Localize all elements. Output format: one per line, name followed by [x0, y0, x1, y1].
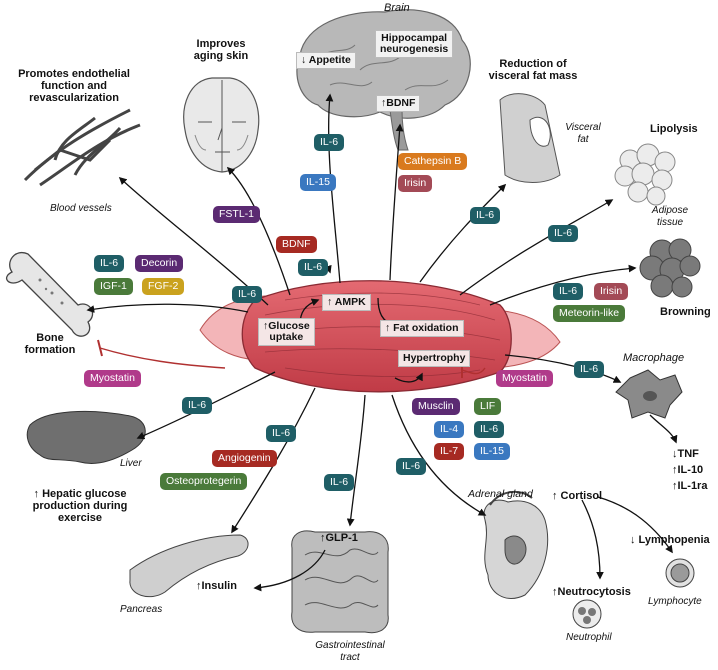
lymphocyte-illustration	[666, 559, 694, 587]
pill-il6-liver: IL-6	[182, 397, 212, 414]
pill-il6-macrophage: IL-6	[574, 361, 604, 378]
pill-il6-left: IL-6	[94, 255, 124, 272]
macrophage-illustration	[616, 370, 682, 418]
visceral-fat-line2: fat	[558, 134, 608, 146]
insulin-label: ↑Insulin	[196, 580, 237, 592]
pill-il6-hypertrophy: IL-6	[474, 421, 504, 438]
face-illustration	[184, 78, 259, 172]
tnf-label: ↓TNF	[672, 448, 699, 460]
pill-myostatin-left: Myostatin	[84, 370, 141, 387]
pill-musclin: Musclin	[412, 398, 460, 415]
il10-label: ↑IL-10	[672, 464, 703, 476]
pancreas-label: Pancreas	[120, 604, 162, 616]
liver-label: Liver	[120, 458, 142, 470]
hepatic-label: ↑ Hepatic glucose production during exer…	[10, 488, 150, 524]
pill-angiogenin: Angiogenin	[212, 450, 277, 467]
browning-adipose-illustration	[640, 239, 700, 297]
pill-cathepsin-b: Cathepsin B	[398, 153, 467, 170]
pill-il6-visceral: IL-6	[470, 207, 500, 224]
skin-line2: aging skin	[188, 50, 254, 62]
pill-meteorin-like: Meteorin-like	[553, 305, 625, 322]
hepatic-line3: exercise	[10, 512, 150, 524]
glucose-line2: uptake	[263, 332, 310, 343]
pill-bdnf-muscle: BDNF	[276, 236, 317, 253]
bdnf-brain-label: ↑BDNF	[376, 95, 420, 112]
bone-line2: formation	[20, 344, 80, 356]
pill-il6-gi: IL-6	[324, 474, 354, 491]
endo-line3: revascularization	[4, 92, 144, 104]
ampk-label: ↑ AMPK	[322, 294, 371, 311]
brain-label: Brain	[384, 2, 410, 14]
pill-irisin-browning: Irisin	[594, 283, 628, 300]
gi-tract-illustration	[292, 531, 389, 633]
hepatic-line1: ↑ Hepatic glucose	[10, 488, 150, 500]
pill-il4: IL-4	[434, 421, 464, 438]
fat-oxidation-label: ↑ Fat oxidation	[380, 320, 464, 337]
neutrocytosis-label: ↑Neutrocytosis	[552, 586, 631, 598]
pill-myostatin-right: Myostatin	[496, 370, 553, 387]
glucose-uptake-label: ↑Glucose uptake	[258, 318, 315, 346]
pill-il6-adrenal: IL-6	[396, 458, 426, 475]
appetite-label: ↓ Appetite	[296, 52, 356, 69]
pill-fgf2: FGF-2	[142, 278, 184, 295]
pill-il6-glucose: IL-6	[232, 286, 262, 303]
endo-line2: function and	[4, 80, 144, 92]
browning-label: Browning	[660, 306, 711, 318]
blood-vessels-label: Blood vessels	[50, 203, 112, 215]
adrenal-label: Adrenal gland	[468, 488, 533, 500]
pill-il6-lipolysis: IL-6	[548, 225, 578, 242]
myostatin-inhibition-bone	[100, 348, 225, 368]
cortisol-label: ↑ Cortisol	[552, 490, 602, 502]
visceral-fat-line1: Visceral	[558, 122, 608, 134]
gi-line2: tract	[300, 652, 400, 664]
pill-fstl1: FSTL-1	[213, 206, 260, 223]
macrophage-label: Macrophage	[623, 352, 684, 364]
neutrophil-label: Neutrophil	[566, 632, 612, 644]
adipose-line2: tissue	[640, 217, 700, 229]
hippo-line2: neurogenesis	[380, 44, 448, 55]
gi-tract-label: Gastrointestinal tract	[300, 640, 400, 664]
il1ra-label: ↑IL-1ra	[672, 480, 707, 492]
visceral-line2: visceral fat mass	[478, 70, 588, 82]
pill-irisin-brain: Irisin	[398, 175, 432, 192]
lipolysis-label: Lipolysis	[650, 123, 698, 135]
skin-line1: Improves	[188, 38, 254, 50]
adipose-line1: Adipose	[640, 205, 700, 217]
pill-il6-brain: IL-6	[314, 134, 344, 151]
pill-il15-hypertrophy: IL-15	[474, 443, 510, 460]
adrenal-kidney-illustration	[484, 492, 548, 599]
bone-illustration	[7, 253, 93, 337]
hippocampal-neurogenesis-label: Hippocampal neurogenesis	[375, 30, 453, 58]
blood-vessels-illustration	[25, 110, 140, 185]
adipose-lipolysis-illustration	[615, 144, 675, 205]
endothelial-label: Promotes endothelial function and revasc…	[4, 68, 144, 104]
pill-osteoprotegerin: Osteoprotegerin	[160, 473, 247, 490]
endo-line1: Promotes endothelial	[4, 68, 144, 80]
liver-illustration	[27, 411, 145, 463]
pill-il6-browning: IL-6	[553, 283, 583, 300]
pill-il6-pancreas: IL-6	[266, 425, 296, 442]
pill-lif: LIF	[474, 398, 501, 415]
skin-label: Improves aging skin	[188, 38, 254, 62]
pill-il7: IL-7	[434, 443, 464, 460]
bone-line1: Bone	[20, 332, 80, 344]
bone-formation-label: Bone formation	[20, 332, 80, 356]
gi-line1: Gastrointestinal	[300, 640, 400, 652]
lymphopenia-label: ↓ Lymphopenia	[630, 534, 710, 546]
visceral-line1: Reduction of	[478, 58, 588, 70]
visceral-fat-illustration	[500, 94, 560, 183]
glp1-label: ↑GLP-1	[320, 532, 358, 544]
visceral-fat-label: Visceral fat	[558, 122, 608, 146]
adipose-tissue-label: Adipose tissue	[640, 205, 700, 229]
pill-il15-brain: IL-15	[300, 174, 336, 191]
pill-decorin: Decorin	[135, 255, 183, 272]
neutrophil-illustration	[573, 600, 601, 628]
pill-il6-ampk: IL-6	[298, 259, 328, 276]
pill-igf1: IGF-1	[94, 278, 133, 295]
visceral-label: Reduction of visceral fat mass	[478, 58, 588, 82]
hepatic-line2: production during	[10, 500, 150, 512]
lymphocyte-label: Lymphocyte	[648, 596, 702, 608]
hypertrophy-label: Hypertrophy	[398, 350, 470, 367]
